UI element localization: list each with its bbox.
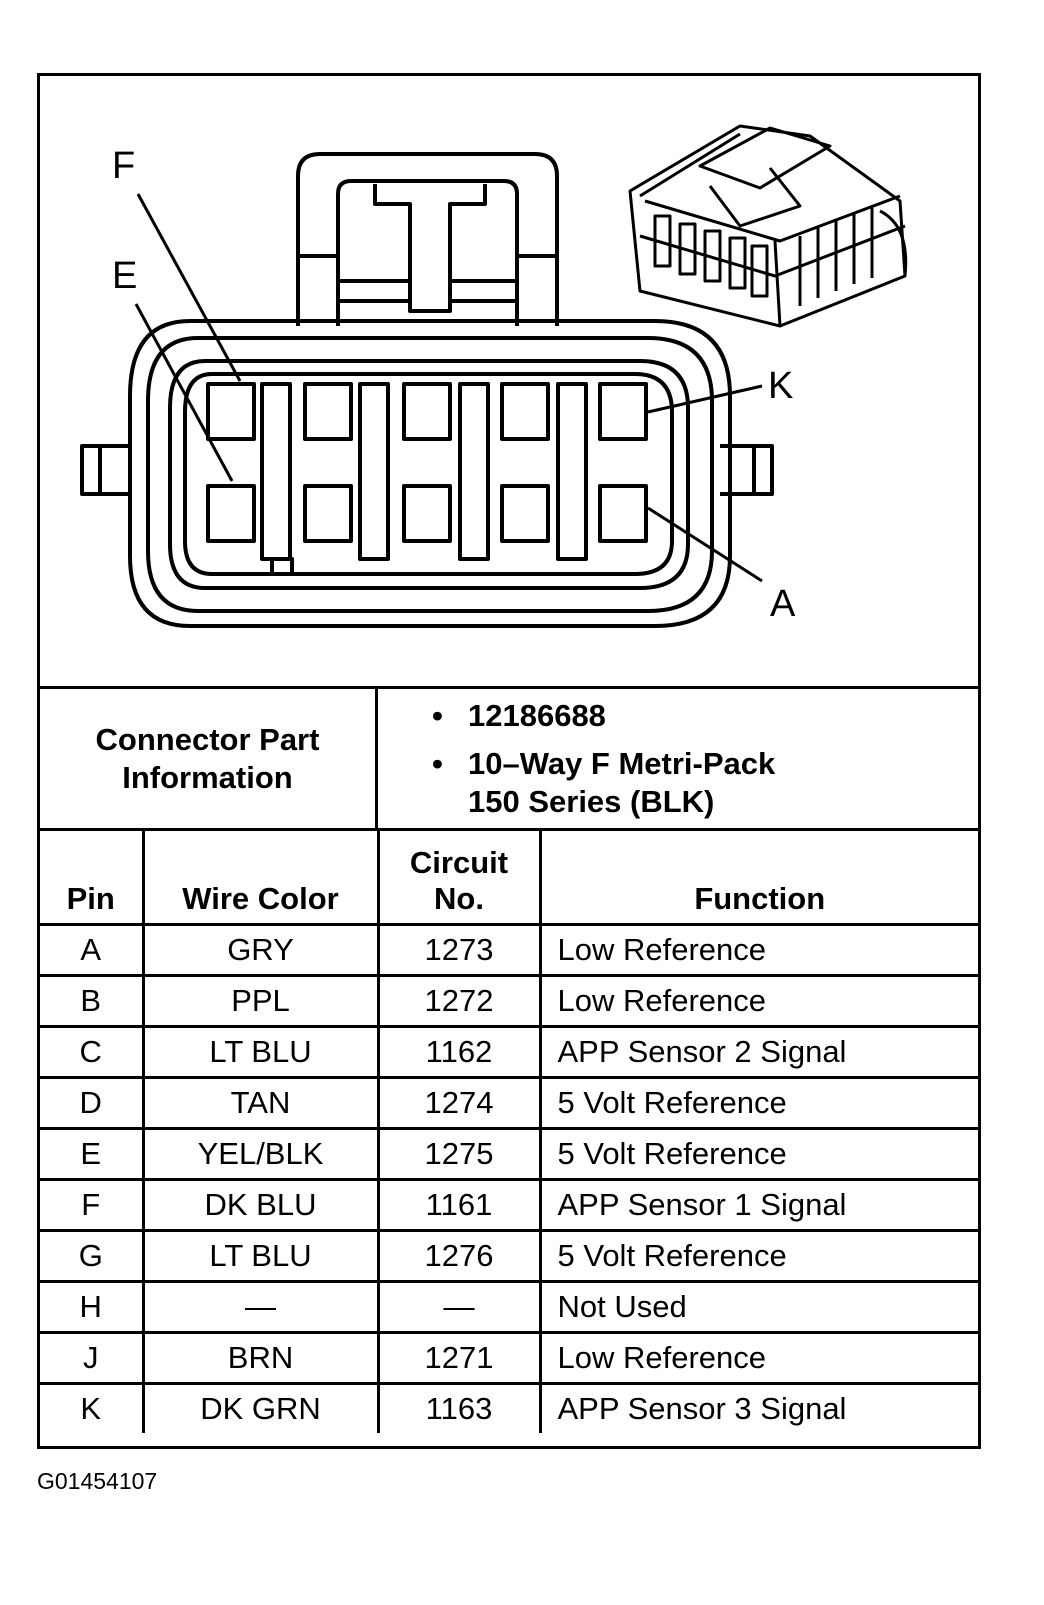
- wire-color-cell: PPL: [141, 974, 380, 1028]
- function-cell: 5 Volt Reference: [538, 1076, 978, 1130]
- pin-cavities: [206, 382, 648, 576]
- pin-cell: F: [40, 1178, 145, 1232]
- pin-cell: H: [40, 1280, 145, 1334]
- connector-face-diagram: F E K A: [40, 76, 978, 686]
- pin-cell: K: [40, 1382, 145, 1433]
- wire-color-cell: LT BLU: [141, 1229, 380, 1283]
- header-wire-color: Wire Color: [141, 828, 380, 926]
- connector-part-info-list: 12186688 10–Way F Metri-Pack 150 Series …: [378, 689, 978, 836]
- wire-color-cell: DK GRN: [141, 1382, 380, 1433]
- side-ears: [80, 444, 774, 496]
- circuit-cell: 1275: [376, 1127, 542, 1181]
- function-cell: Low Reference: [538, 923, 978, 977]
- connector-figure: F E K A Connector Part Information 12186…: [37, 73, 981, 1449]
- function-cell: APP Sensor 1 Signal: [538, 1178, 978, 1232]
- header-pin: Pin: [40, 828, 145, 926]
- circuit-cell: 1163: [376, 1382, 542, 1433]
- table-row: H——Not Used: [40, 1280, 978, 1334]
- pin-table-header: Pin Wire Color Circuit No. Function: [40, 828, 978, 926]
- circuit-cell: 1271: [376, 1331, 542, 1385]
- locking-tab: [296, 152, 559, 326]
- part-number: 12186688: [428, 697, 978, 735]
- circuit-cell: 1274: [376, 1076, 542, 1130]
- function-cell: APP Sensor 2 Signal: [538, 1025, 978, 1079]
- header-circuit-no: Circuit No.: [376, 828, 542, 926]
- pin-label-k: K: [768, 365, 793, 407]
- function-cell: 5 Volt Reference: [538, 1229, 978, 1283]
- connector-drawing: F E K A: [80, 124, 908, 628]
- connector-3d-view: [628, 124, 908, 328]
- header-function: Function: [538, 828, 978, 926]
- wire-color-cell: TAN: [141, 1076, 380, 1130]
- wire-color-cell: BRN: [141, 1331, 380, 1385]
- pin-cell: B: [40, 974, 145, 1028]
- connector-type: 10–Way F Metri-Pack 150 Series (BLK): [428, 745, 978, 821]
- pin-cell: D: [40, 1076, 145, 1130]
- function-cell: APP Sensor 3 Signal: [538, 1382, 978, 1433]
- circuit-cell: 1161: [376, 1178, 542, 1232]
- pin-cell: G: [40, 1229, 145, 1283]
- pin-cell: C: [40, 1025, 145, 1079]
- pin-cell: J: [40, 1331, 145, 1385]
- pin-label-e: E: [112, 255, 137, 297]
- wire-color-cell: DK BLU: [141, 1178, 380, 1232]
- circuit-cell: 1162: [376, 1025, 542, 1079]
- figure-id: G01454107: [37, 1468, 158, 1494]
- pin-letter-labels: F E K A: [112, 145, 796, 625]
- function-cell: Low Reference: [538, 1331, 978, 1385]
- pin-cell: A: [40, 923, 145, 977]
- connector-part-info: Connector Part Information 12186688 10–W…: [40, 686, 978, 828]
- function-cell: Not Used: [538, 1280, 978, 1334]
- circuit-cell: —: [376, 1280, 542, 1334]
- connector-part-info-label: Connector Part Information: [40, 689, 378, 828]
- function-cell: 5 Volt Reference: [538, 1127, 978, 1181]
- pin-label-a: A: [770, 583, 796, 625]
- wire-color-cell: GRY: [141, 923, 380, 977]
- circuit-cell: 1273: [376, 923, 542, 977]
- wire-color-cell: YEL/BLK: [141, 1127, 380, 1181]
- pin-label-f: F: [112, 145, 135, 187]
- pin-cell: E: [40, 1127, 145, 1181]
- connector-housing: [128, 319, 732, 628]
- pin-leader-lines: [134, 193, 763, 583]
- circuit-cell: 1276: [376, 1229, 542, 1283]
- circuit-cell: 1272: [376, 974, 542, 1028]
- wire-color-cell: —: [141, 1280, 380, 1334]
- function-cell: Low Reference: [538, 974, 978, 1028]
- wire-color-cell: LT BLU: [141, 1025, 380, 1079]
